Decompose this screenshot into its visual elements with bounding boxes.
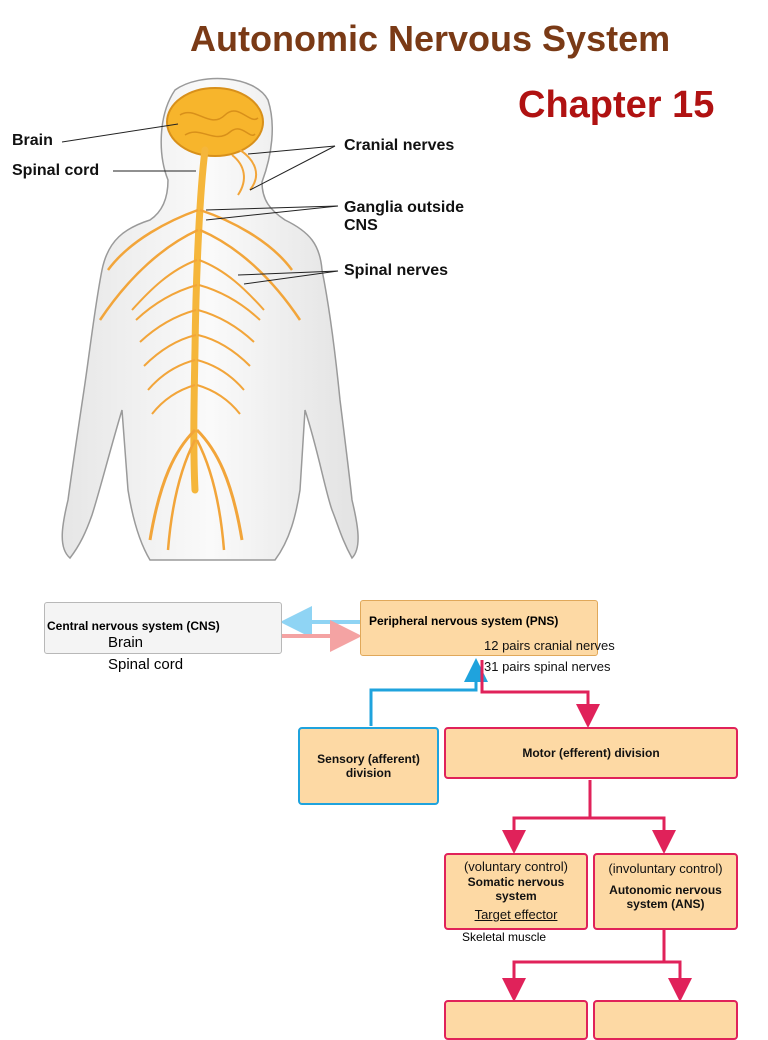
pns-title: Peripheral nervous system (PNS) <box>369 614 559 628</box>
ganglia-label-line1: Ganglia outside <box>344 199 465 216</box>
motor-arrow <box>480 660 600 728</box>
cns-title: Central nervous system (CNS) <box>47 619 220 633</box>
somatic-line2: system <box>495 889 537 903</box>
sensory-line1: Sensory (afferent) <box>317 752 420 766</box>
somatic-system-box: (voluntary control) Somatic nervous syst… <box>444 853 588 930</box>
somatic-target-label: Target effector <box>474 907 558 922</box>
motor-to-somatic-arrow <box>502 780 592 854</box>
somatic-line1: Somatic nervous <box>467 875 565 889</box>
ans-box: (involuntary control) Autonomic nervous … <box>593 853 738 930</box>
sensory-line2: division <box>345 766 392 780</box>
ans-line1: Autonomic nervous <box>609 883 722 897</box>
brain-label: Brain <box>12 132 53 149</box>
pns-cranial-nerves: 12 pairs cranial nerves <box>484 638 615 653</box>
parasympathetic-box <box>593 1000 738 1040</box>
somatic-note: (voluntary control) <box>463 859 569 874</box>
sensory-arrow <box>369 658 488 726</box>
cranial-nerves-label: Cranial nerves <box>344 137 455 154</box>
cns-spinal-cord: Spinal cord <box>108 656 184 673</box>
pns-spinal-nerves: 31 pairs spinal nerves <box>484 659 611 674</box>
page-title: Autonomic Nervous System <box>190 18 671 59</box>
motor-title: Motor (efferent) division <box>522 746 660 760</box>
sympathetic-box <box>444 1000 588 1040</box>
spinal-nerves-label: Spinal nerves <box>344 262 449 279</box>
motor-division-box: Motor (efferent) division <box>444 727 738 779</box>
nervous-system-illustration <box>61 77 359 561</box>
cns-box: Central nervous system (CNS) <box>44 602 282 654</box>
chapter-heading: Chapter 15 <box>518 84 715 126</box>
ans-line2: system (ANS) <box>626 897 705 911</box>
spinal-cord-label: Spinal cord <box>12 162 100 179</box>
ans-to-parasympathetic-arrow <box>664 960 692 1002</box>
body-silhouette <box>61 77 359 561</box>
brain-shape <box>166 87 264 157</box>
somatic-target: Skeletal muscle <box>462 930 547 944</box>
ganglia-label-line2: CNS <box>344 217 378 234</box>
pns-box: Peripheral nervous system (PNS) <box>360 600 598 656</box>
sensory-division-box: Sensory (afferent) division <box>298 727 439 805</box>
ans-to-sympathetic-arrow <box>502 930 666 1002</box>
cns-brain: Brain <box>108 634 144 651</box>
spinal-cord-shape <box>190 146 209 494</box>
ans-note: (involuntary control) <box>608 861 723 876</box>
motor-to-ans-arrow <box>590 816 676 854</box>
